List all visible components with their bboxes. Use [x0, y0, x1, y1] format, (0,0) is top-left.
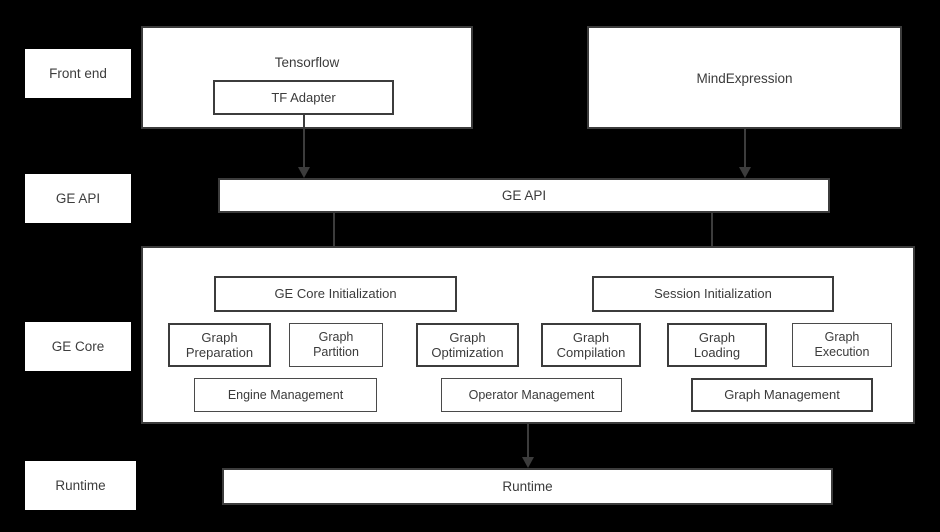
layer-label-ge-api: GE API — [25, 174, 131, 223]
layer-label-front-end: Front end — [25, 49, 131, 98]
module-graph-partition[interactable]: Graph Partition — [289, 323, 383, 367]
management-engine[interactable]: Engine Management — [194, 378, 377, 412]
layer-label-text: Runtime — [55, 477, 106, 493]
layer-label-text: GE Core — [51, 338, 105, 354]
management-label: Engine Management — [227, 387, 344, 402]
module-label: Graph Loading — [693, 329, 741, 360]
tf-adapter-box[interactable]: TF Adapter — [213, 80, 394, 115]
tensorflow-label: Tensorflow — [274, 55, 340, 70]
module-graph-loading[interactable]: Graph Loading — [667, 323, 767, 367]
module-graph-preparation[interactable]: Graph Preparation — [168, 323, 271, 367]
runtime-bar[interactable]: Runtime — [222, 468, 833, 505]
module-label: Graph Execution — [814, 330, 870, 359]
module-graph-compilation[interactable]: Graph Compilation — [541, 323, 641, 367]
session-initialization-label: Session Initialization — [654, 286, 772, 302]
management-label: Operator Management — [468, 387, 595, 402]
ge-core-initialization-label: GE Core Initialization — [274, 286, 397, 302]
session-initialization-box[interactable]: Session Initialization — [592, 276, 834, 312]
layer-label-text: Front end — [49, 65, 107, 81]
management-graph[interactable]: Graph Management — [691, 378, 873, 412]
ge-core-initialization-box[interactable]: GE Core Initialization — [214, 276, 457, 312]
ge-core-panel: GE Core Initialization Session Initializ… — [141, 246, 915, 424]
ge-api-label: GE API — [501, 187, 547, 203]
mindexpression-label: MindExpression — [696, 71, 793, 86]
ge-api-bar[interactable]: GE API — [218, 178, 830, 213]
module-label: Graph Compilation — [556, 329, 626, 360]
module-label: Graph Optimization — [431, 329, 504, 360]
management-operator[interactable]: Operator Management — [441, 378, 622, 412]
layer-label-ge-core: GE Core — [25, 322, 131, 371]
layer-label-runtime: Runtime — [25, 461, 136, 510]
management-label: Graph Management — [724, 387, 840, 403]
module-graph-optimization[interactable]: Graph Optimization — [416, 323, 519, 367]
tf-adapter-label: TF Adapter — [271, 89, 336, 105]
module-label: Graph Preparation — [185, 329, 254, 360]
runtime-label: Runtime — [502, 478, 553, 494]
layer-label-text: GE API — [55, 190, 101, 206]
module-graph-execution[interactable]: Graph Execution — [792, 323, 892, 367]
module-label: Graph Partition — [313, 330, 359, 359]
mindexpression-container[interactable]: MindExpression — [587, 26, 902, 129]
